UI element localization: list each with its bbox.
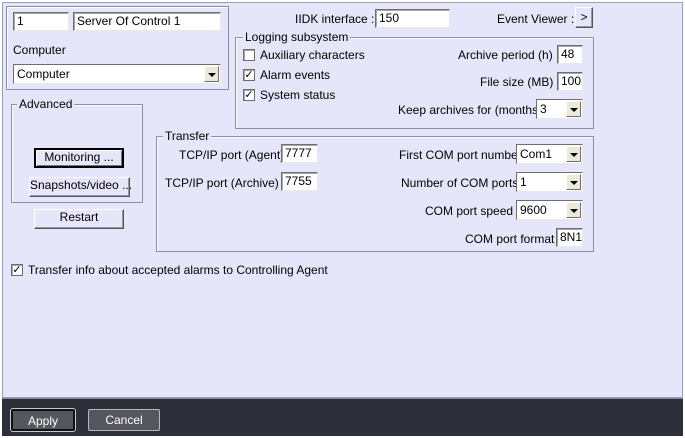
settings-panel: 1 Server Of Control 1 Computer Computer … — [2, 2, 683, 398]
archive-port-label: TCP/IP port (Archive) : — [165, 176, 286, 190]
file-size-label: File size (MB) : — [480, 75, 561, 89]
logging-group — [235, 37, 594, 129]
com-speed-value: 9600 — [520, 203, 547, 217]
num-com-label: Number of COM ports : — [401, 176, 526, 190]
snapshots-button[interactable]: Snapshots/video ... — [29, 177, 132, 197]
com-format-label: COM port format : — [465, 232, 562, 246]
keep-archives-value: 3 — [540, 102, 547, 116]
event-viewer-label: Event Viewer : — [497, 12, 575, 26]
cancel-button[interactable]: Cancel — [88, 409, 160, 431]
server-id-field[interactable]: 1 — [13, 12, 69, 31]
transfer-info-checkbox[interactable]: ✓ — [11, 263, 23, 276]
chevron-down-icon[interactable] — [566, 101, 581, 117]
com-speed-label: COM port speed : — [425, 204, 520, 218]
status-label: System status — [260, 88, 336, 102]
server-name-field[interactable]: Server Of Control 1 — [73, 12, 221, 31]
alarm-checkbox[interactable]: ✓ — [243, 68, 255, 81]
iidk-label: IIDK interface : — [295, 12, 375, 26]
event-viewer-button[interactable]: > — [575, 7, 593, 28]
chevron-down-icon[interactable] — [204, 66, 219, 82]
first-com-value: Com1 — [520, 147, 553, 161]
status-checkbox[interactable]: ✓ — [243, 88, 255, 101]
aux-label: Auxiliary characters — [260, 48, 365, 62]
chevron-down-icon[interactable] — [566, 146, 581, 162]
advanced-title: Advanced — [17, 97, 75, 111]
keep-archives-label: Keep archives for (months) : — [398, 103, 549, 117]
advanced-group — [11, 104, 143, 203]
chevron-down-icon[interactable] — [566, 202, 581, 218]
computer-select-value: Computer — [17, 67, 70, 81]
apply-button[interactable]: Apply — [10, 408, 76, 432]
computer-label: Computer — [13, 43, 66, 57]
chevron-down-icon[interactable] — [566, 174, 581, 190]
transfer-title: Transfer — [163, 129, 212, 143]
computer-select[interactable]: Computer — [13, 64, 221, 84]
archive-period-label: Archive period (h) : — [458, 48, 560, 62]
alarm-label: Alarm events — [260, 68, 331, 82]
agent-port-field[interactable]: 7777 — [281, 144, 318, 163]
first-com-select[interactable]: Com1 — [516, 144, 583, 164]
file-size-field[interactable]: 100 — [557, 72, 583, 91]
restart-button[interactable]: Restart — [34, 209, 124, 229]
com-speed-select[interactable]: 9600 — [516, 200, 583, 220]
first-com-label: First COM port number : — [399, 148, 529, 162]
footer-bar: Apply Cancel — [2, 398, 683, 436]
archive-port-field[interactable]: 7755 — [281, 172, 318, 191]
monitoring-button[interactable]: Monitoring ... — [34, 148, 124, 168]
keep-archives-select[interactable]: 3 — [536, 99, 583, 119]
iidk-field[interactable]: 150 — [375, 9, 450, 28]
server-group — [6, 6, 229, 90]
logging-title: Logging subsystem — [243, 30, 351, 44]
aux-checkbox[interactable] — [243, 49, 255, 61]
transfer-info-label: Transfer info about accepted alarms to C… — [28, 263, 328, 277]
agent-port-label: TCP/IP port (Agent) — [179, 148, 285, 162]
com-format-field[interactable]: 8N1 — [556, 228, 583, 247]
archive-period-field[interactable]: 48 — [557, 45, 583, 64]
num-com-select[interactable]: 1 — [516, 172, 583, 192]
transfer-group — [156, 136, 594, 252]
num-com-value: 1 — [520, 175, 527, 189]
